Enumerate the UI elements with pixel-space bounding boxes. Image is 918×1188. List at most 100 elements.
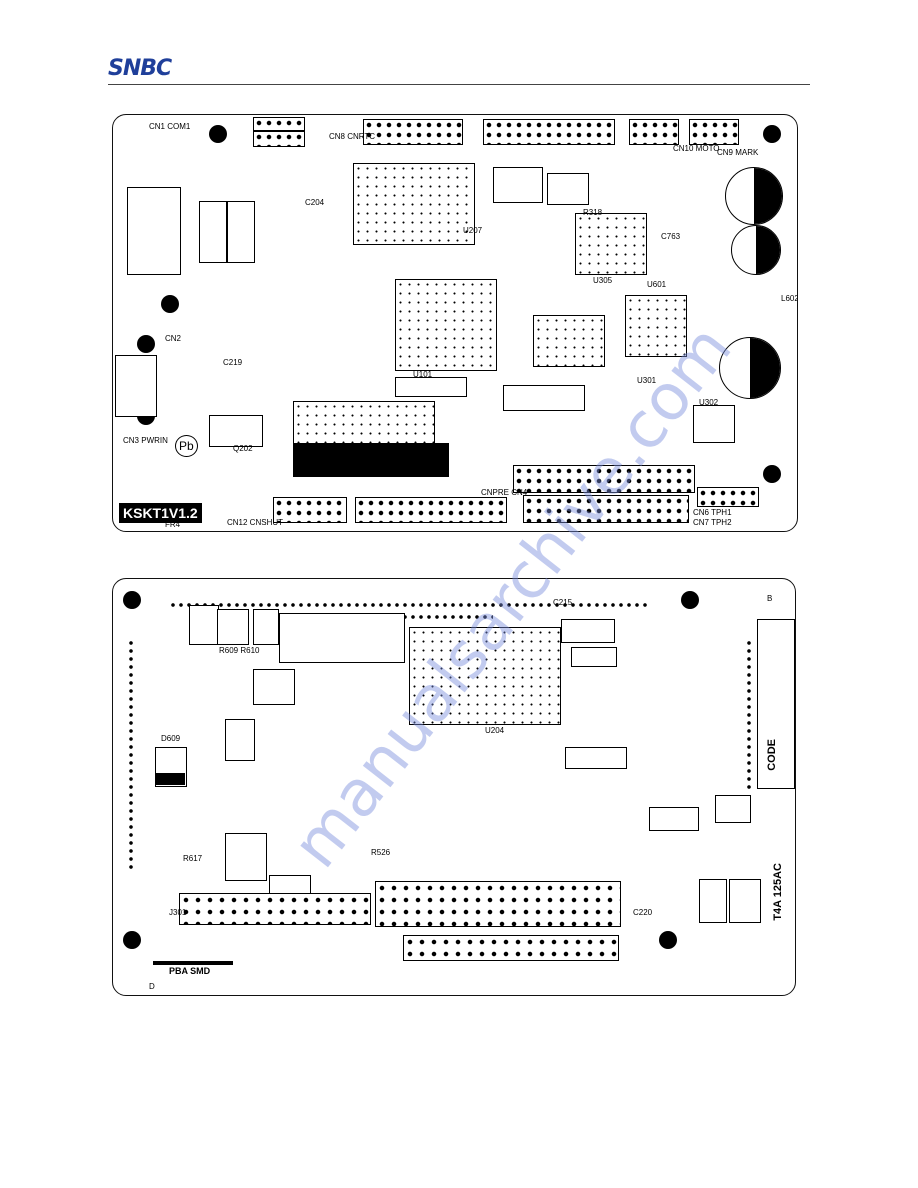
com-port [127, 187, 181, 275]
capacitor-c522 [731, 225, 781, 275]
connector-cn10 [689, 119, 739, 145]
code-label: CODE [766, 739, 778, 771]
connector-cn12 [273, 497, 347, 523]
header-rule [108, 84, 810, 85]
diode-band [155, 773, 185, 785]
component-grid [375, 881, 621, 927]
label-cn1: CN1 COM1 [149, 122, 191, 131]
resistor-array [395, 377, 467, 397]
resistor-array [199, 201, 227, 263]
chip-u204 [409, 627, 561, 725]
mounting-hole [137, 335, 155, 353]
mounting-hole [763, 125, 781, 143]
component-block [253, 609, 279, 645]
component-block [225, 833, 267, 881]
code-box [757, 619, 795, 789]
connector-cn8 [253, 117, 305, 131]
snbc-logo: SNBC [108, 56, 172, 81]
chip-u305 [575, 213, 647, 275]
mounting-hole [123, 591, 141, 609]
connector-cn-top [483, 119, 615, 145]
component-d203 [699, 879, 727, 923]
label-cn6: CN6 TPH1 [693, 508, 732, 517]
label-q202: Q202 [233, 444, 253, 453]
label-u207: U207 [463, 226, 483, 235]
connector-cn11 [363, 119, 463, 145]
via-row [169, 601, 649, 609]
label-cn8: CN8 CNRTC [329, 132, 376, 141]
label-u301: U301 [637, 376, 657, 385]
label-c763: C763 [661, 232, 681, 241]
component-block [225, 719, 255, 761]
mounting-hole [659, 931, 677, 949]
label-cn4: CNPRE CN4 [481, 488, 528, 497]
label-c204: C204 [305, 198, 325, 207]
connector-cn4 [523, 495, 689, 523]
resistor-array [561, 619, 615, 643]
corner-mark-d: D [149, 982, 155, 991]
label-r609: R609 R610 [219, 646, 260, 655]
label-u302: U302 [699, 398, 719, 407]
label-cn10: CN10 MOTO [673, 144, 720, 153]
label-cn12: CN12 CNSHUT [227, 518, 284, 527]
capacitor-c605 [719, 337, 781, 399]
label-l602: L602 [781, 294, 798, 303]
component-grid [403, 935, 619, 961]
resistor-array [715, 795, 751, 823]
chip-u301 [533, 315, 605, 367]
component-block [189, 605, 219, 645]
chip-u101 [395, 279, 497, 371]
component-u302 [693, 405, 735, 443]
pcb-top-view: KSKT1V1.2 FR4 CN1 COM1 CN8 CNRTC CN10 MO… [112, 114, 798, 532]
resistor-array [547, 173, 589, 205]
label-u101: U101 [413, 370, 433, 379]
label-cn9: CN9 MARK [717, 148, 759, 157]
pba-smd-label: PBA SMD [169, 966, 211, 976]
resistor-array [565, 747, 627, 769]
label-d609: D609 [161, 734, 181, 743]
board-name-label: KSKT1V1.2 [119, 503, 202, 523]
usb-connector [115, 355, 157, 417]
corner-label-b: B [767, 594, 773, 603]
component-q202 [209, 415, 263, 447]
arrow-bar [153, 961, 233, 965]
component-block [253, 669, 295, 705]
pcb-bottom-view: U204 CODE B T4A 125AC PBA SMD D D609 C21… [112, 578, 796, 996]
label-r526: R526 [371, 848, 391, 857]
component-f601 [729, 879, 761, 923]
connector-cn-center [629, 119, 679, 145]
component-block [217, 609, 249, 645]
resistor-array [493, 167, 543, 203]
resistor-array [227, 201, 255, 263]
component-grid [179, 893, 371, 925]
label-u601: U601 [647, 280, 667, 289]
resistor-array [503, 385, 585, 411]
resistor-array [571, 647, 617, 667]
connector-cn13 [355, 497, 507, 523]
via-column [127, 639, 135, 869]
connector-cn7 [697, 487, 759, 507]
label-cn2: CN2 [165, 334, 182, 343]
label-pb-symbol: Pb [175, 435, 198, 457]
capacitor-c822 [725, 167, 783, 225]
mounting-hole [681, 591, 699, 609]
label-cn7: CN7 TPH2 [693, 518, 732, 527]
mounting-hole [209, 125, 227, 143]
connector-cn8-b [253, 131, 305, 147]
fuse-rating-label: T4A 125AC [772, 863, 784, 921]
mounting-hole [123, 931, 141, 949]
component-block [279, 613, 405, 663]
label-cn3: CN3 PWRIN [123, 436, 168, 445]
label-u204: U204 [485, 726, 505, 735]
label-c219: C219 [223, 358, 243, 367]
label-c220: C220 [633, 908, 653, 917]
mounting-hole [763, 465, 781, 483]
silkscreen-black-block [293, 443, 449, 477]
label-c215: C215 [553, 598, 573, 607]
label-j301: J301 [169, 908, 187, 917]
label-r318: R318 [583, 208, 603, 217]
mounting-hole [161, 295, 179, 313]
connector-main-header [513, 465, 695, 493]
chip-u207 [353, 163, 475, 245]
resistor-array [649, 807, 699, 831]
